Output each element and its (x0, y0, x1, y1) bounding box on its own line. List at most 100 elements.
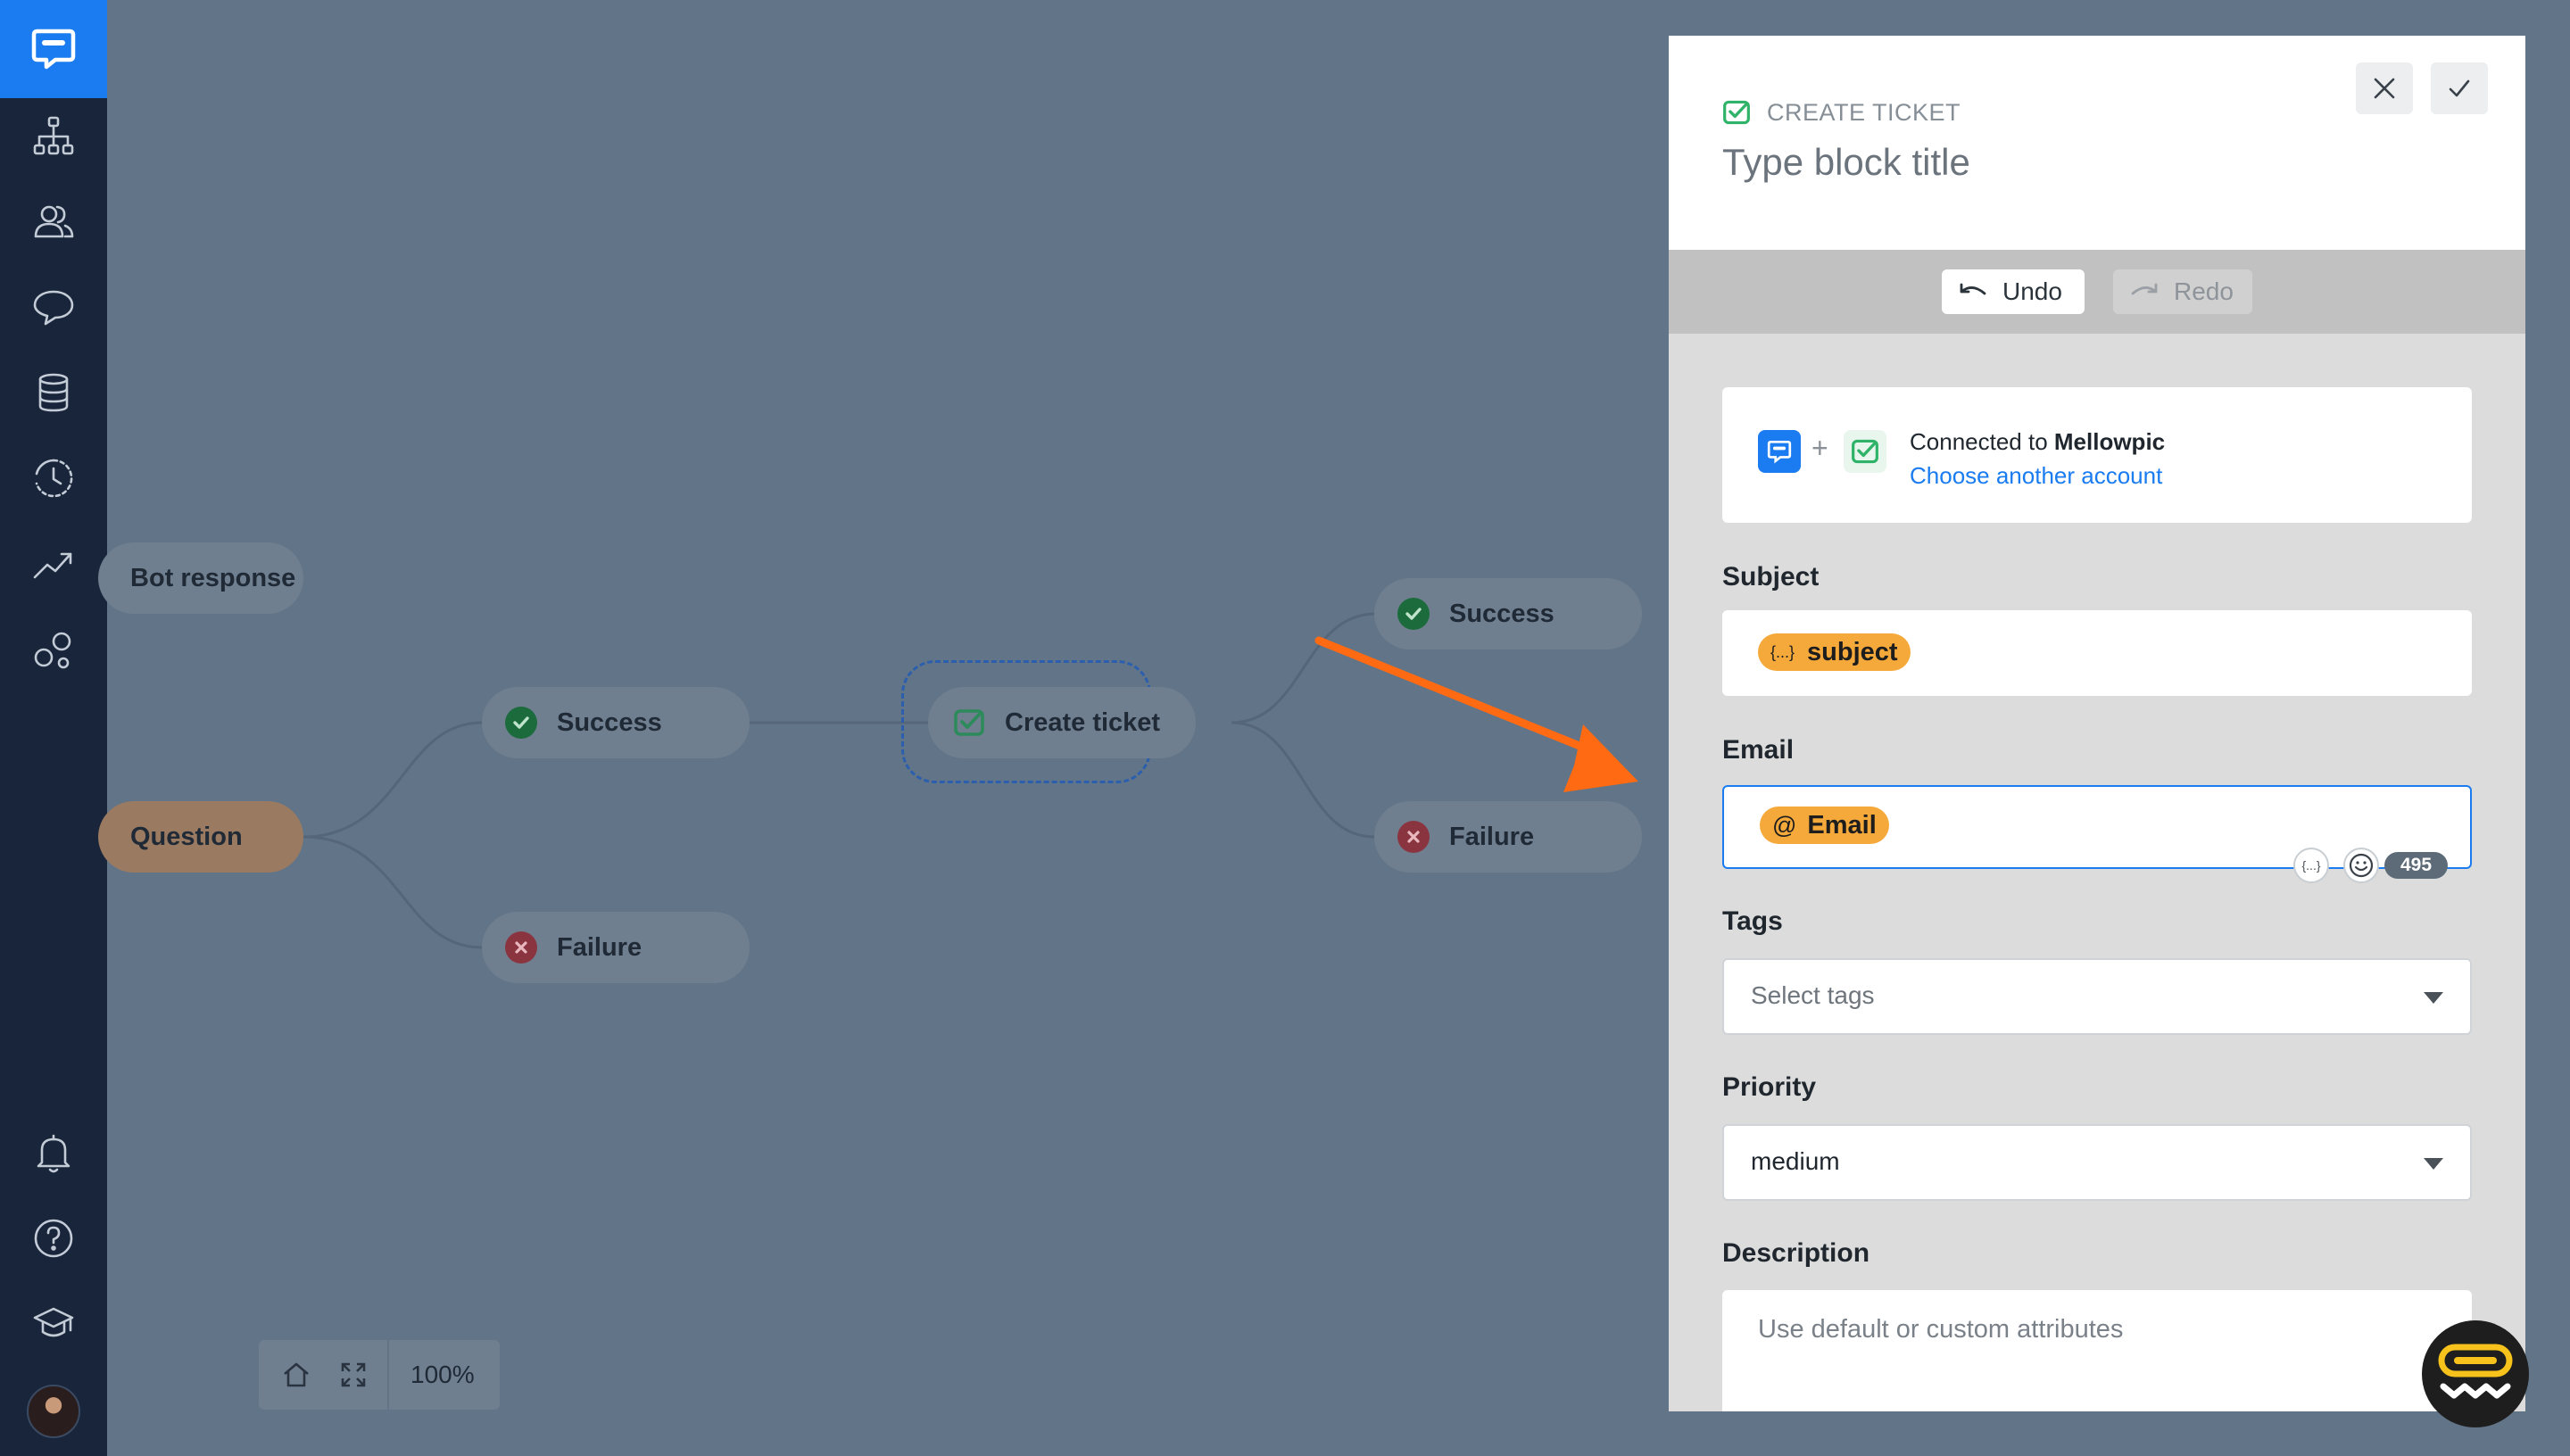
node-question[interactable]: Question (98, 801, 303, 873)
node-bot-response[interactable]: Bot response (98, 542, 303, 614)
confirm-button[interactable] (2431, 62, 2488, 114)
chat-bubble-icon (33, 290, 74, 326)
close-button[interactable] (2356, 62, 2413, 114)
trend-icon (33, 552, 72, 579)
node-create-ticket[interactable]: Create ticket (928, 687, 1196, 758)
ticket-check-icon (1722, 98, 1751, 127)
sidebar-item-academy[interactable] (0, 1281, 107, 1367)
sidebar-item-chats[interactable] (0, 264, 107, 350)
expand-icon (341, 1362, 366, 1387)
zoom-divider (387, 1340, 389, 1410)
app-logo[interactable] (0, 0, 107, 98)
node-label: Question (130, 822, 243, 851)
fit-screen-button[interactable] (325, 1340, 382, 1410)
bell-icon (37, 1134, 70, 1173)
home-icon (284, 1362, 309, 1387)
undo-icon (1960, 283, 1986, 295)
node-label: Failure (1449, 822, 1535, 851)
sidebar-item-help[interactable] (0, 1195, 107, 1281)
sitemap-icon (33, 116, 74, 155)
chevron-down-icon (2424, 1158, 2443, 1170)
node-success-left[interactable]: Success (482, 687, 750, 758)
x-circle-icon (505, 931, 537, 964)
zoom-level: 100% (410, 1361, 475, 1388)
support-chat-button[interactable] (2422, 1320, 2529, 1427)
sidebar-item-history[interactable] (0, 435, 107, 521)
x-circle-icon (1397, 821, 1430, 853)
priority-select[interactable]: medium (1722, 1124, 2472, 1201)
node-label: Success (557, 707, 662, 737)
description-label: Description (1722, 1238, 1870, 1268)
node-success-right[interactable]: Success (1374, 578, 1642, 649)
block-settings-panel: CREATE TICKET Type block title Undo Redo… (1669, 36, 2525, 1411)
tags-select[interactable]: Select tags (1722, 958, 2472, 1035)
chevron-down-icon (2424, 992, 2443, 1004)
close-icon (2374, 78, 2395, 99)
description-placeholder: Use default or custom attributes (1758, 1315, 2124, 1344)
avatar[interactable] (27, 1385, 80, 1438)
ticket-check-icon (953, 707, 985, 739)
choose-account-link[interactable]: Choose another account (1910, 462, 2163, 489)
email-field-tools: {...} 495 (2293, 848, 2449, 883)
check-circle-icon (1397, 598, 1430, 630)
description-field[interactable]: Use default or custom attributes (1722, 1290, 2472, 1411)
node-failure-right[interactable]: Failure (1374, 801, 1642, 873)
emoji-icon (2349, 853, 2374, 878)
connected-account: Mellowpic (2053, 428, 2166, 455)
chat-logo-icon (31, 29, 76, 70)
node-failure-left[interactable]: Failure (482, 912, 750, 983)
tags-placeholder: Select tags (1751, 981, 1875, 1009)
helpdesk-app-icon (1844, 430, 1886, 473)
connection-text: Connected to Mellowpic Choose another ac… (1910, 425, 2165, 492)
node-label: Bot response (130, 563, 296, 592)
history-clock-icon (35, 459, 73, 498)
support-widget-icon (2438, 1344, 2513, 1399)
connection-prefix: Connected to (1910, 428, 2054, 455)
database-icon (38, 373, 69, 412)
panel-header: CREATE TICKET Type block title (1669, 36, 2525, 250)
attribute-braces-icon: {...} (2301, 858, 2321, 873)
help-circle-icon (34, 1219, 73, 1258)
undo-label: Undo (2002, 277, 2062, 305)
graduation-cap-icon (33, 1307, 74, 1337)
node-label: Success (1449, 599, 1554, 628)
redo-icon (2131, 283, 2158, 295)
sidebar (0, 0, 107, 1456)
check-icon (2449, 79, 2470, 97)
subject-field[interactable]: {...} subject (1722, 610, 2472, 696)
sidebar-item-notifications[interactable] (0, 1110, 107, 1195)
sidebar-item-flows[interactable] (0, 93, 107, 178)
block-type: CREATE TICKET (1722, 98, 1961, 127)
connection-card: + Connected to Mellowpic Choose another … (1722, 387, 2472, 523)
sidebar-item-users[interactable] (0, 178, 107, 264)
sidebar-item-integrations[interactable] (0, 607, 107, 692)
zoom-controls: 100% (259, 1340, 500, 1410)
check-circle-icon (505, 707, 537, 739)
subject-label: Subject (1722, 562, 1820, 592)
chip-label: Email (1807, 810, 1877, 840)
redo-label: Redo (2174, 277, 2234, 305)
emoji-button[interactable] (2343, 848, 2379, 883)
sidebar-item-analytics[interactable] (0, 521, 107, 607)
at-sign-icon: @ (1772, 811, 1797, 839)
tags-label: Tags (1722, 906, 1783, 936)
email-label: Email (1722, 735, 1795, 765)
priority-label: Priority (1722, 1072, 1817, 1102)
redo-button[interactable]: Redo (2113, 269, 2252, 314)
home-button[interactable] (268, 1340, 325, 1410)
sidebar-item-data[interactable] (0, 350, 107, 435)
insert-attribute-button[interactable]: {...} (2293, 848, 2329, 883)
attribute-braces-icon: {...} (1770, 642, 1795, 661)
bubbles-icon (34, 632, 71, 669)
block-type-label: CREATE TICKET (1767, 98, 1961, 126)
chatbot-app-icon (1758, 430, 1801, 473)
undo-button[interactable]: Undo (1942, 269, 2085, 314)
history-bar: Undo Redo (1669, 250, 2525, 334)
users-icon (34, 205, 74, 238)
flow-canvas[interactable]: Bot response Question Success Failure Cr… (98, 0, 2570, 1456)
subject-attribute-chip[interactable]: {...} subject (1758, 633, 1911, 671)
block-title-input[interactable]: Type block title (1722, 141, 1970, 183)
character-counter: 495 (2384, 852, 2449, 879)
email-attribute-chip[interactable]: @ Email (1760, 807, 1889, 844)
priority-value: medium (1751, 1147, 1840, 1175)
